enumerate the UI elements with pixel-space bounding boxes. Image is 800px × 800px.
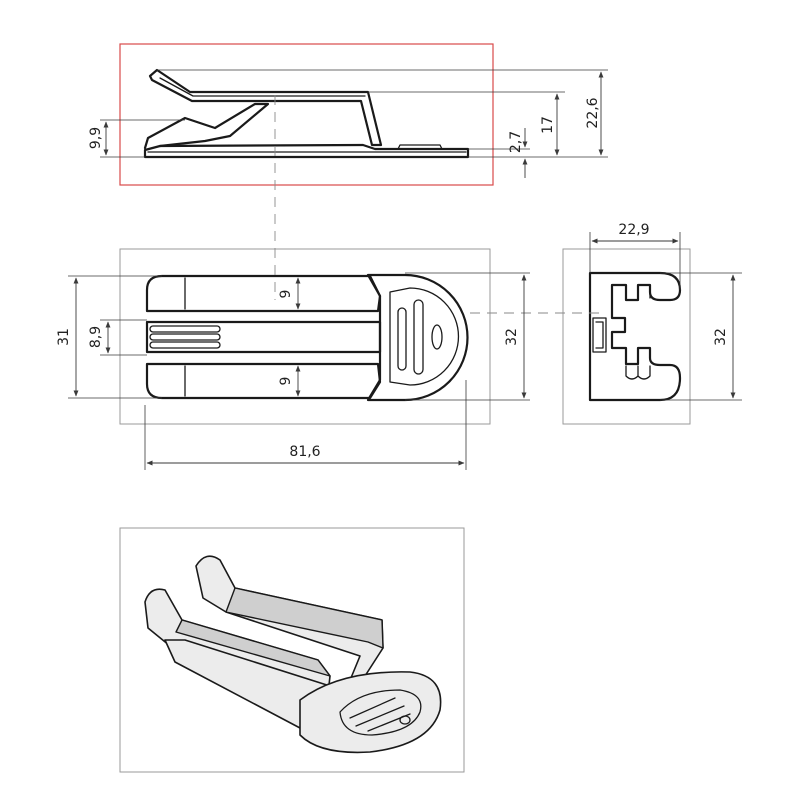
dim-top-total-width: 31 [56, 328, 72, 346]
dim-top-slot-width: 8,9 [88, 326, 104, 348]
dim-side-overall-height: 22,6 [585, 97, 601, 128]
side-view [119, 43, 494, 186]
dim-top-lower-arm: 9 [278, 377, 294, 386]
top-tongue-slot-2 [149, 333, 221, 341]
end-view [562, 248, 691, 425]
side-base-plate [143, 143, 470, 159]
side-view-frame [119, 43, 494, 186]
side-dimensions: 22,6 17 2,7 9,9 [88, 69, 608, 178]
iso-lower-arm-side [175, 619, 331, 677]
iso-view [119, 527, 465, 773]
end-teeth-upper [625, 285, 651, 299]
iso-upper-arm-side [225, 587, 384, 649]
top-tongue-slot-3 [149, 341, 221, 349]
top-lower-arm [145, 362, 382, 400]
iso-view-frame [119, 527, 465, 773]
top-view-frame [119, 248, 491, 425]
top-round-head [366, 273, 469, 402]
dim-side-thickness: 2,7 [508, 131, 524, 153]
top-head-slot-2 [413, 299, 424, 375]
top-head-slot-1 [397, 307, 407, 371]
dim-end-width: 22,9 [618, 222, 649, 238]
top-tongue-slot-1 [149, 325, 221, 333]
iso-head-recess [339, 689, 422, 736]
side-upper-arm [148, 68, 383, 147]
end-dimensions: 22,9 32 [589, 222, 742, 401]
dim-top-height-right: 32 [504, 328, 520, 346]
top-upper-arm [145, 274, 382, 313]
iso-round-head [299, 671, 442, 754]
iso-head-slot-2 [355, 705, 405, 727]
end-profile [588, 271, 682, 402]
top-dimensions: 31 8,9 9 9 32 81,6 [56, 272, 530, 470]
side-base-detail [397, 144, 443, 150]
dim-top-length: 81,6 [289, 444, 320, 460]
dim-side-inner-height: 17 [540, 116, 556, 134]
dim-side-jaw-opening: 9,9 [88, 127, 104, 149]
dim-top-upper-arm: 9 [278, 290, 294, 299]
end-inner-detail [592, 317, 607, 353]
iso-head-slot-1 [349, 697, 396, 719]
top-head-hole [431, 324, 443, 350]
top-head-recess [389, 287, 460, 386]
iso-head-hole [399, 715, 411, 725]
end-view-frame [562, 248, 691, 425]
top-view [119, 248, 491, 425]
end-teeth-lower [625, 365, 651, 380]
side-upper-arm-inner [159, 77, 366, 97]
side-lower-jaw [143, 102, 270, 150]
dim-end-height: 32 [713, 328, 729, 346]
